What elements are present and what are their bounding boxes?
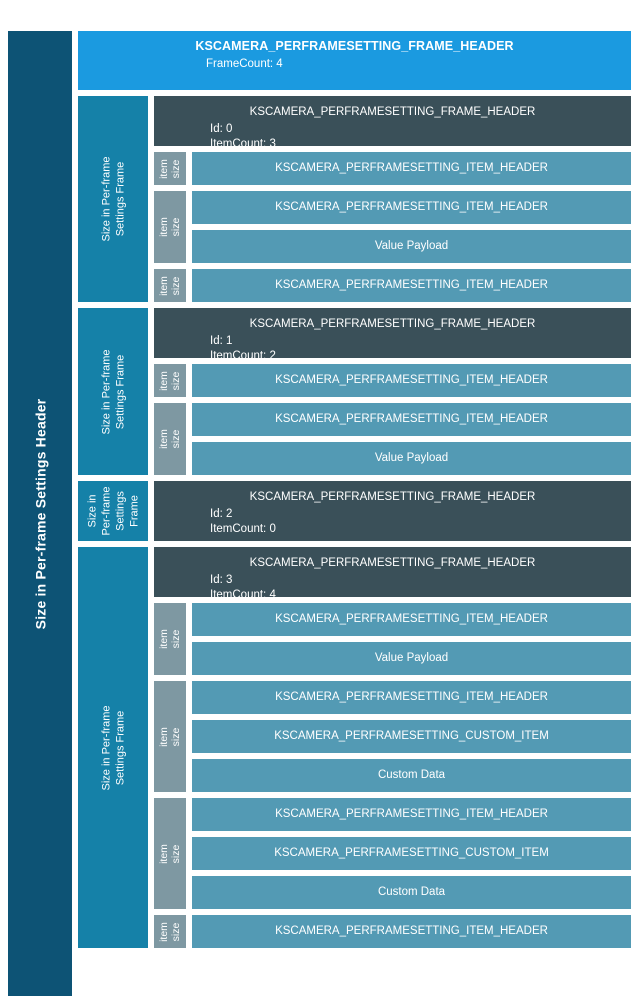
- top-banner-title: KSCAMERA_PERFRAMESETTING_FRAME_HEADER: [195, 39, 514, 53]
- frame-item-count-label: ItemCount: 0: [210, 523, 276, 535]
- item-rows: KSCAMERA_PERFRAMESETTING_ITEM_HEADER KSCA…: [192, 798, 631, 909]
- item-row: KSCAMERA_PERFRAMESETTING_ITEM_HEADER: [192, 403, 631, 436]
- item-rows: KSCAMERA_PERFRAMESETTING_ITEM_HEADER Valu…: [192, 403, 631, 475]
- frame-item-count-label: ItemCount: 4: [210, 589, 276, 601]
- per-frame-header: KSCAMERA_PERFRAMESETTING_FRAME_HEADER Id:…: [154, 308, 631, 362]
- per-frame-header-title: KSCAMERA_PERFRAMESETTING_FRAME_HEADER: [249, 557, 536, 569]
- per-frame-header-meta: Id: 1 ItemCount: 2: [210, 334, 276, 364]
- frame-id-label: Id: 3: [210, 574, 233, 586]
- per-frame-header-meta: Id: 3 ItemCount: 4: [210, 573, 276, 603]
- item-row: Value Payload: [192, 442, 631, 475]
- top-frame-header-banner: KSCAMERA_PERFRAMESETTING_FRAME_HEADER Fr…: [78, 31, 631, 90]
- item-row: KSCAMERA_PERFRAMESETTING_ITEM_HEADER: [192, 191, 631, 224]
- item-row: KSCAMERA_PERFRAMESETTING_ITEM_HEADER: [192, 681, 631, 714]
- item-row: KSCAMERA_PERFRAMESETTING_ITEM_HEADER: [192, 269, 631, 302]
- top-banner-frame-count: FrameCount: 4: [206, 58, 283, 70]
- item-row: KSCAMERA_PERFRAMESETTING_CUSTOM_ITEM: [192, 720, 631, 753]
- per-frame-header-meta: Id: 2 ItemCount: 0: [210, 507, 276, 537]
- item-row: KSCAMERA_PERFRAMESETTING_CUSTOM_ITEM: [192, 837, 631, 870]
- frame-id-label: Id: 1: [210, 335, 233, 347]
- frame-id-label: Id: 2: [210, 508, 233, 520]
- per-frame-header-title: KSCAMERA_PERFRAMESETTING_FRAME_HEADER: [249, 318, 536, 330]
- item-rows: KSCAMERA_PERFRAMESETTING_ITEM_HEADER: [192, 915, 631, 948]
- item-rows: KSCAMERA_PERFRAMESETTING_ITEM_HEADER Valu…: [192, 191, 631, 263]
- per-frame-header-title: KSCAMERA_PERFRAMESETTING_FRAME_HEADER: [249, 491, 536, 503]
- item-row: KSCAMERA_PERFRAMESETTING_ITEM_HEADER: [192, 798, 631, 831]
- item-row: Value Payload: [192, 230, 631, 263]
- per-frame-header: KSCAMERA_PERFRAMESETTING_FRAME_HEADER Id:…: [154, 96, 631, 150]
- frame-id-label: Id: 0: [210, 123, 233, 135]
- frame-body: KSCAMERA_PERFRAMESETTING_FRAME_HEADER Id:…: [154, 547, 631, 948]
- frame-body: KSCAMERA_PERFRAMESETTING_FRAME_HEADER Id:…: [154, 308, 631, 475]
- item-row: KSCAMERA_PERFRAMESETTING_ITEM_HEADER: [192, 364, 631, 397]
- frame-item-count-label: ItemCount: 3: [210, 138, 276, 150]
- item-row: KSCAMERA_PERFRAMESETTING_ITEM_HEADER: [192, 915, 631, 948]
- frame-body: KSCAMERA_PERFRAMESETTING_FRAME_HEADER Id:…: [154, 481, 631, 541]
- frame-body: KSCAMERA_PERFRAMESETTING_FRAME_HEADER Id:…: [154, 96, 631, 302]
- per-frame-header-title: KSCAMERA_PERFRAMESETTING_FRAME_HEADER: [249, 106, 536, 118]
- frame-item-count-label: ItemCount: 2: [210, 350, 276, 362]
- frame-stack: KSCAMERA_PERFRAMESETTING_FRAME_HEADER Fr…: [78, 31, 631, 954]
- item-rows: KSCAMERA_PERFRAMESETTING_ITEM_HEADER Valu…: [192, 603, 631, 675]
- outer-header-label: Size in Per-frame Settings Header: [32, 398, 48, 629]
- item-row: KSCAMERA_PERFRAMESETTING_ITEM_HEADER: [192, 152, 631, 185]
- item-row: Value Payload: [192, 642, 631, 675]
- outer-header-bar: Size in Per-frame Settings Header: [8, 31, 72, 996]
- per-frame-header: KSCAMERA_PERFRAMESETTING_FRAME_HEADER Id:…: [154, 481, 631, 541]
- item-rows: KSCAMERA_PERFRAMESETTING_ITEM_HEADER: [192, 152, 631, 185]
- item-row: KSCAMERA_PERFRAMESETTING_ITEM_HEADER: [192, 603, 631, 636]
- item-row: Custom Data: [192, 876, 631, 909]
- per-frame-header-meta: Id: 0 ItemCount: 3: [210, 122, 276, 152]
- item-rows: KSCAMERA_PERFRAMESETTING_ITEM_HEADER: [192, 269, 631, 302]
- item-rows: KSCAMERA_PERFRAMESETTING_ITEM_HEADER KSCA…: [192, 681, 631, 792]
- item-rows: KSCAMERA_PERFRAMESETTING_ITEM_HEADER: [192, 364, 631, 397]
- per-frame-header: KSCAMERA_PERFRAMESETTING_FRAME_HEADER Id:…: [154, 547, 631, 601]
- item-row: Custom Data: [192, 759, 631, 792]
